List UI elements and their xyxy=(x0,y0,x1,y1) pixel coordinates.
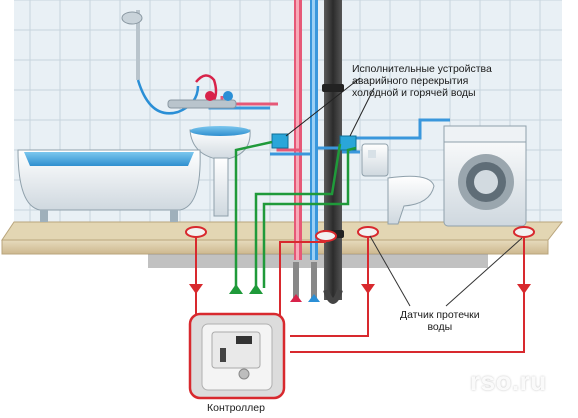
toilet-icon xyxy=(361,143,435,225)
washing-machine-icon xyxy=(443,125,527,227)
mixer-tap xyxy=(167,91,237,109)
valve-icon xyxy=(271,133,357,151)
sensor-label-line2: воды xyxy=(427,321,453,333)
floor-slab-front xyxy=(1,239,549,255)
valves-label-line1: Исполнительные устройства xyxy=(352,63,492,75)
sensor-label: Датчик протечки воды xyxy=(400,309,480,333)
shower-icon xyxy=(121,10,218,115)
controller-icon xyxy=(188,312,286,400)
bathtub-icon xyxy=(17,149,201,222)
watermark: rso.ru xyxy=(470,366,547,396)
valve-wires xyxy=(234,140,357,288)
valves-label-line3: холодной и горячей воды xyxy=(352,87,476,99)
soil-stack xyxy=(324,0,342,300)
sensor-label-line1: Датчик протечки xyxy=(400,309,480,321)
valves-label-line2: аварийного перекрытия xyxy=(352,75,469,87)
valves-label: Исполнительные устройства аварийного пер… xyxy=(352,63,492,99)
leak-sensor-icon xyxy=(185,226,535,242)
under-floor-beam xyxy=(148,254,488,268)
controller-label: Контроллер xyxy=(207,402,265,414)
